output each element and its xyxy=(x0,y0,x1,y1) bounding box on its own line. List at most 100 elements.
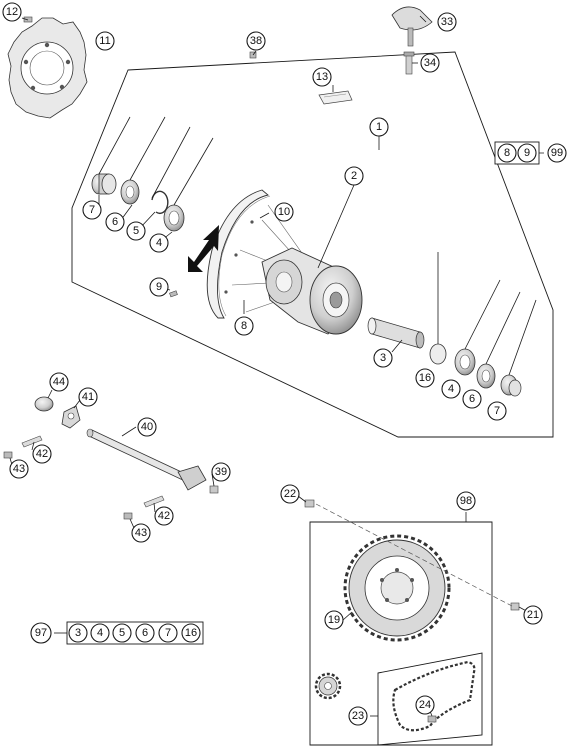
callout-7-left: 7 xyxy=(82,200,102,220)
callout-43-lower: 43 xyxy=(131,523,151,543)
svg-text:38: 38 xyxy=(250,35,262,47)
callout-6-right: 6 xyxy=(462,389,482,409)
bearing-part-4-left xyxy=(163,204,185,232)
svg-text:43: 43 xyxy=(135,527,147,539)
callout-44: 44 xyxy=(49,372,69,392)
svg-text:24: 24 xyxy=(419,699,431,711)
nut-part-43-upper xyxy=(3,451,13,459)
svg-text:41: 41 xyxy=(82,391,94,403)
callout-12: 12 xyxy=(2,2,22,22)
callout-5: 5 xyxy=(126,221,146,241)
svg-text:16: 16 xyxy=(185,627,197,639)
callout-24: 24 xyxy=(415,695,435,715)
callout-40: 40 xyxy=(137,417,157,437)
chain-adjuster-part-41 xyxy=(61,405,81,429)
rim-part-10 xyxy=(206,189,271,319)
callout-23: 23 xyxy=(348,706,368,726)
arrow-icon xyxy=(188,225,219,272)
spacer-part-16 xyxy=(429,343,447,365)
svg-text:22: 22 xyxy=(284,488,296,500)
svg-text:4: 4 xyxy=(97,627,103,639)
svg-text:7: 7 xyxy=(165,627,171,639)
spacer-sleeve-part-3 xyxy=(367,317,425,349)
callout-41: 41 xyxy=(78,387,98,407)
kit-97-item-16: 16 xyxy=(181,623,201,643)
callout-19: 19 xyxy=(324,610,344,630)
nut-part-44 xyxy=(34,396,54,412)
axle-part-40 xyxy=(86,428,207,491)
svg-text:13: 13 xyxy=(316,71,328,83)
spacer-part-7-left xyxy=(91,173,117,195)
label-part-13 xyxy=(318,90,353,105)
sprocket-kit-outline xyxy=(309,521,493,746)
screw-part-39 xyxy=(209,485,219,494)
svg-text:10: 10 xyxy=(278,206,290,218)
front-sprocket-part xyxy=(314,672,342,700)
svg-text:6: 6 xyxy=(112,216,118,228)
kit-97-item-4: 4 xyxy=(90,623,110,643)
svg-text:1: 1 xyxy=(376,121,382,133)
protector-part-33 xyxy=(391,6,433,47)
nut-part-43-lower xyxy=(123,512,133,520)
svg-text:33: 33 xyxy=(441,16,453,28)
callout-7-right: 7 xyxy=(487,401,507,421)
svg-text:8: 8 xyxy=(241,320,247,332)
seal-part-6-left xyxy=(120,179,140,205)
svg-text:11: 11 xyxy=(99,35,110,47)
callout-42-upper: 42 xyxy=(32,444,52,464)
svg-text:7: 7 xyxy=(89,204,95,216)
seal-part-6-right xyxy=(476,363,496,389)
svg-text:40: 40 xyxy=(141,421,153,433)
callout-33: 33 xyxy=(437,12,457,32)
callout-2: 2 xyxy=(344,166,364,186)
svg-text:6: 6 xyxy=(142,627,148,639)
svg-text:4: 4 xyxy=(156,237,162,249)
kit-97-item-7: 7 xyxy=(158,623,178,643)
callout-4-left: 4 xyxy=(149,233,169,253)
callout-39: 39 xyxy=(211,462,231,482)
svg-text:9: 9 xyxy=(156,281,162,293)
svg-text:8: 8 xyxy=(504,147,510,159)
svg-text:98: 98 xyxy=(460,495,472,507)
kit-97-label: 97 xyxy=(30,622,52,644)
svg-text:16: 16 xyxy=(419,372,431,384)
kit-99-item-9: 9 xyxy=(517,143,537,163)
callout-21: 21 xyxy=(523,605,543,625)
svg-text:99: 99 xyxy=(551,147,563,159)
screw-part-22 xyxy=(304,499,315,508)
callout-34: 34 xyxy=(420,53,440,73)
kit-97-item-3: 3 xyxy=(68,623,88,643)
callout-3: 3 xyxy=(373,348,393,368)
callout-13: 13 xyxy=(312,67,332,87)
svg-text:12: 12 xyxy=(6,6,18,18)
brake-disc-part xyxy=(7,17,88,119)
chain-part-23 xyxy=(377,652,483,746)
svg-text:4: 4 xyxy=(448,383,454,395)
screw-part-9 xyxy=(169,290,178,298)
callout-11: 11 xyxy=(95,31,115,51)
svg-text:7: 7 xyxy=(494,405,500,417)
kit-99-label: 99 xyxy=(547,143,567,163)
screw-part-12 xyxy=(23,16,33,23)
chain-link-part-24 xyxy=(427,715,437,723)
callout-8: 8 xyxy=(234,316,254,336)
circlip-part-5 xyxy=(151,190,169,215)
svg-text:44: 44 xyxy=(53,376,65,388)
bearing-part-4-right xyxy=(454,348,476,376)
svg-text:5: 5 xyxy=(119,627,125,639)
rear-sprocket-part-19 xyxy=(343,534,451,642)
callout-10: 10 xyxy=(274,202,294,222)
callout-6-left: 6 xyxy=(105,212,125,232)
svg-text:3: 3 xyxy=(75,627,81,639)
svg-text:39: 39 xyxy=(215,466,227,478)
callout-9: 9 xyxy=(149,277,169,297)
screw-part-21 xyxy=(510,602,520,611)
callout-43-upper: 43 xyxy=(9,459,29,479)
svg-text:6: 6 xyxy=(469,393,475,405)
screw-part-42-lower xyxy=(143,495,165,508)
callout-42-lower: 42 xyxy=(154,506,174,526)
callout-98: 98 xyxy=(456,491,476,511)
kit-97-item-5: 5 xyxy=(112,623,132,643)
svg-text:42: 42 xyxy=(158,510,170,522)
